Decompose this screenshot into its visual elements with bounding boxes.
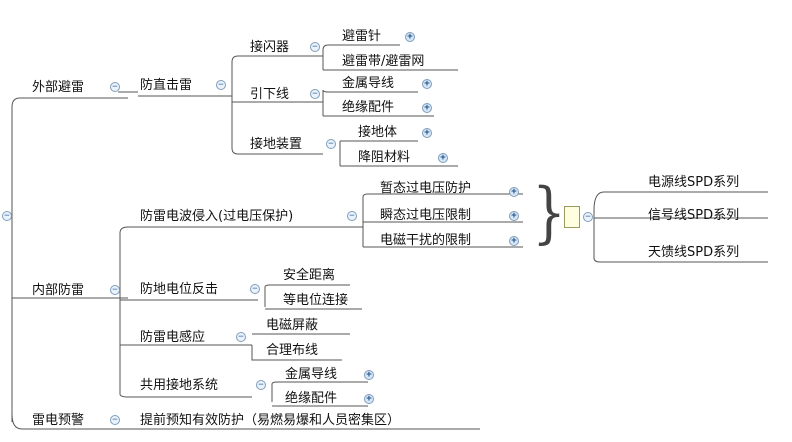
node-insulation-fittings[interactable]: 绝缘配件 (342, 100, 395, 115)
root-collapse-toggle[interactable]: − (2, 211, 12, 221)
expand-toggle[interactable]: + (364, 370, 374, 380)
expand-toggle[interactable]: + (422, 128, 432, 138)
node-insulation-fittings[interactable]: 绝缘配件 (285, 391, 338, 406)
node-surge-intrusion-protection[interactable]: 防雷电波侵入(过电压保护) (140, 209, 294, 224)
node-transient-overvoltage-protection[interactable]: 暂态过电压防护 (380, 181, 472, 196)
collapse-toggle[interactable]: − (310, 89, 320, 99)
expand-toggle[interactable]: + (509, 187, 519, 197)
node-instantaneous-overvoltage-limit[interactable]: 瞬态过电压限制 (380, 208, 472, 223)
expand-toggle[interactable]: + (438, 153, 448, 163)
collapse-toggle[interactable]: − (256, 380, 266, 390)
collapse-toggle[interactable]: − (310, 42, 320, 52)
collapse-toggle[interactable]: − (583, 212, 593, 222)
collapse-toggle[interactable]: − (110, 82, 120, 92)
collapse-toggle[interactable]: − (347, 211, 357, 221)
node-direct-strike-protection[interactable]: 防直击雷 (140, 78, 193, 93)
collapse-toggle[interactable]: − (110, 415, 120, 425)
collapse-toggle[interactable]: − (216, 80, 226, 90)
node-lightning-rod[interactable]: 避雷针 (342, 29, 382, 44)
node-air-terminal[interactable]: 接闪器 (250, 40, 290, 55)
expand-toggle[interactable]: + (364, 394, 374, 404)
expand-toggle[interactable]: + (422, 103, 432, 113)
summary-brace: } (532, 174, 566, 251)
node-safety-distance[interactable]: 安全距离 (283, 268, 336, 283)
node-resistance-reducing-material[interactable]: 降阻材料 (358, 150, 411, 165)
node-common-grounding-system[interactable]: 共用接地系统 (140, 378, 219, 393)
summary-topic-box[interactable] (564, 206, 580, 228)
expand-toggle[interactable]: + (405, 32, 415, 42)
node-em-shielding[interactable]: 电磁屏蔽 (266, 318, 319, 333)
node-internal-lightning-protection[interactable]: 内部防雷 (32, 283, 85, 298)
node-ground-electrode[interactable]: 接地体 (358, 125, 398, 140)
node-induction-protection[interactable]: 防雷电感应 (140, 330, 206, 345)
node-equipotential-bonding[interactable]: 等电位连接 (283, 293, 349, 308)
node-metal-conductor[interactable]: 金属导线 (342, 76, 395, 91)
expand-toggle[interactable]: + (422, 79, 432, 89)
collapse-toggle[interactable]: − (236, 332, 246, 342)
node-signal-line-spd-series[interactable]: 信号线SPD系列 (648, 208, 740, 223)
node-power-line-spd-series[interactable]: 电源线SPD系列 (648, 175, 740, 190)
node-metal-conductor[interactable]: 金属导线 (285, 367, 338, 382)
node-external-lightning-protection[interactable]: 外部避雷 (32, 80, 85, 95)
node-early-warning[interactable]: 提前预知有效防护（易燃易爆和人员密集区） (140, 413, 401, 428)
node-proper-wiring[interactable]: 合理布线 (266, 343, 319, 358)
expand-toggle[interactable]: + (509, 236, 519, 246)
node-lightning-strip-net[interactable]: 避雷带/避雷网 (342, 54, 425, 69)
node-ground-potential-backflash[interactable]: 防地电位反击 (140, 282, 219, 297)
node-emi-limit[interactable]: 电磁干扰的限制 (380, 233, 472, 248)
node-lightning-warning[interactable]: 雷电预警 (32, 413, 85, 428)
collapse-toggle[interactable]: − (250, 284, 260, 294)
node-grounding-device[interactable]: 接地装置 (250, 137, 303, 152)
collapse-toggle[interactable]: − (110, 285, 120, 295)
node-down-conductor[interactable]: 引下线 (250, 87, 290, 102)
expand-toggle[interactable]: + (509, 211, 519, 221)
collapse-toggle[interactable]: − (326, 139, 336, 149)
node-feeder-line-spd-series[interactable]: 天馈线SPD系列 (648, 245, 740, 260)
